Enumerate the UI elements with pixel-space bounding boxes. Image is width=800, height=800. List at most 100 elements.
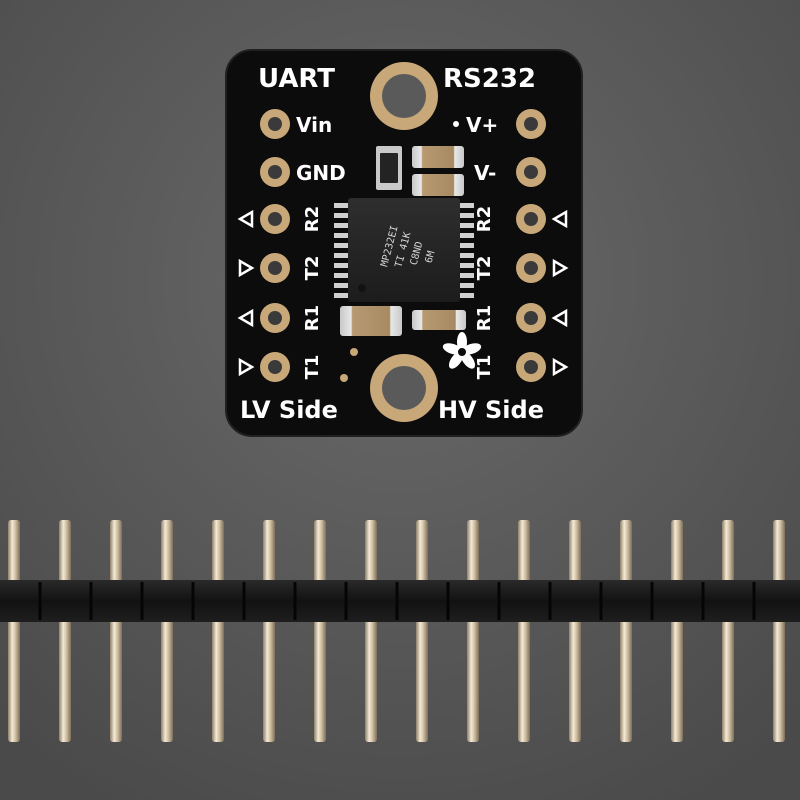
chip-marking-4: 6M (424, 250, 438, 264)
header-divider (191, 582, 195, 620)
pad-right-6 (516, 352, 546, 382)
arrow-right-icon (552, 357, 569, 377)
chip-lead (458, 273, 474, 278)
arrow-right-icon (238, 258, 255, 278)
header-divider (89, 582, 93, 620)
arrow-left-icon (551, 209, 568, 229)
capacitor-c3 (340, 306, 402, 336)
right-pin-column (516, 109, 546, 382)
label-left-t1: T1 (302, 355, 323, 380)
chip-lead (458, 283, 474, 288)
header-divider (293, 582, 297, 620)
label-left-vin: Vin (296, 113, 332, 137)
header-divider (701, 582, 705, 620)
header-pin (263, 520, 275, 742)
adafruit-flower-icon (442, 332, 482, 369)
chip-pin1-marker (358, 284, 366, 292)
header-divider (395, 582, 399, 620)
title-left: UART (258, 64, 335, 94)
header-pin (569, 520, 581, 742)
arrow-right-icon (552, 258, 569, 278)
title-right: RS232 (443, 64, 536, 94)
component-u2 (376, 146, 402, 190)
pad-left-1 (260, 109, 290, 139)
chip-lead (334, 233, 350, 238)
pad-left-5 (260, 303, 290, 333)
pad-left-6 (260, 352, 290, 382)
capacitor-c4 (412, 310, 466, 330)
header-divider (140, 582, 144, 620)
pad-left-4 (260, 253, 290, 283)
arrow-left-icon (237, 308, 254, 328)
label-left-gnd: GND (296, 161, 346, 185)
chip-lead (334, 223, 350, 228)
header-pin (365, 520, 377, 742)
chip-lead (334, 243, 350, 248)
chip-lead (458, 223, 474, 228)
label-right-r2: R2 (474, 206, 495, 232)
header-plastic (0, 580, 800, 622)
chip-lead (334, 253, 350, 258)
label-right-vminus: V- (474, 161, 496, 185)
pad-right-1 (516, 109, 546, 139)
header-dividers (38, 582, 756, 620)
label-left-t2: T2 (302, 256, 323, 281)
pad-right-2 (516, 157, 546, 187)
pin-header-strip (0, 520, 800, 742)
header-pin (467, 520, 479, 742)
label-right-t2: T2 (474, 256, 495, 281)
header-divider (497, 582, 501, 620)
header-divider (548, 582, 552, 620)
silk-dot (453, 121, 459, 127)
header-pin (773, 520, 785, 742)
mounting-hole-bottom (370, 354, 438, 422)
pad-right-3 (516, 204, 546, 234)
arrow-left-icon (551, 308, 568, 328)
chip-lead (334, 203, 350, 208)
header-pin (314, 520, 326, 742)
capacitor-c1 (412, 146, 464, 168)
chip-body (348, 198, 460, 302)
header-pin (671, 520, 683, 742)
header-pin (416, 520, 428, 742)
transceiver-chip: MP232EI TI 41K C8ND 6M (334, 198, 474, 302)
chip-pins-right (458, 203, 474, 298)
header-pin (212, 520, 224, 742)
chip-lead (458, 233, 474, 238)
header-divider (752, 582, 756, 620)
header-divider (38, 582, 42, 620)
arrow-left-icon (237, 209, 254, 229)
header-pin (110, 520, 122, 742)
header-pin (518, 520, 530, 742)
chip-lead (334, 213, 350, 218)
header-divider (599, 582, 603, 620)
mounting-hole-top (370, 62, 438, 130)
chip-lead (334, 293, 350, 298)
left-pin-column (260, 109, 290, 382)
header-divider (446, 582, 450, 620)
header-divider (650, 582, 654, 620)
header-divider (344, 582, 348, 620)
header-pin (59, 520, 71, 742)
chip-lead (458, 243, 474, 248)
chip-lead (334, 263, 350, 268)
label-right-r1: R1 (474, 305, 495, 331)
chip-lead (458, 263, 474, 268)
header-pin (161, 520, 173, 742)
capacitor-c2 (412, 174, 464, 196)
pad-left-2 (260, 157, 290, 187)
header-pins (8, 520, 785, 742)
chip-pins-left (334, 203, 350, 298)
chip-lead (458, 253, 474, 258)
breakout-board: UART RS232 LV Side HV Side Vin GND R2 T2… (225, 49, 583, 437)
footer-right: HV Side (438, 396, 544, 424)
header-pin (8, 520, 20, 742)
label-left-r1: R1 (302, 305, 323, 331)
chip-lead (458, 293, 474, 298)
label-right-t1: T1 (474, 355, 495, 380)
arrow-right-icon (238, 357, 255, 377)
pad-left-3 (260, 204, 290, 234)
footer-left: LV Side (240, 396, 338, 424)
pad-right-4 (516, 253, 546, 283)
